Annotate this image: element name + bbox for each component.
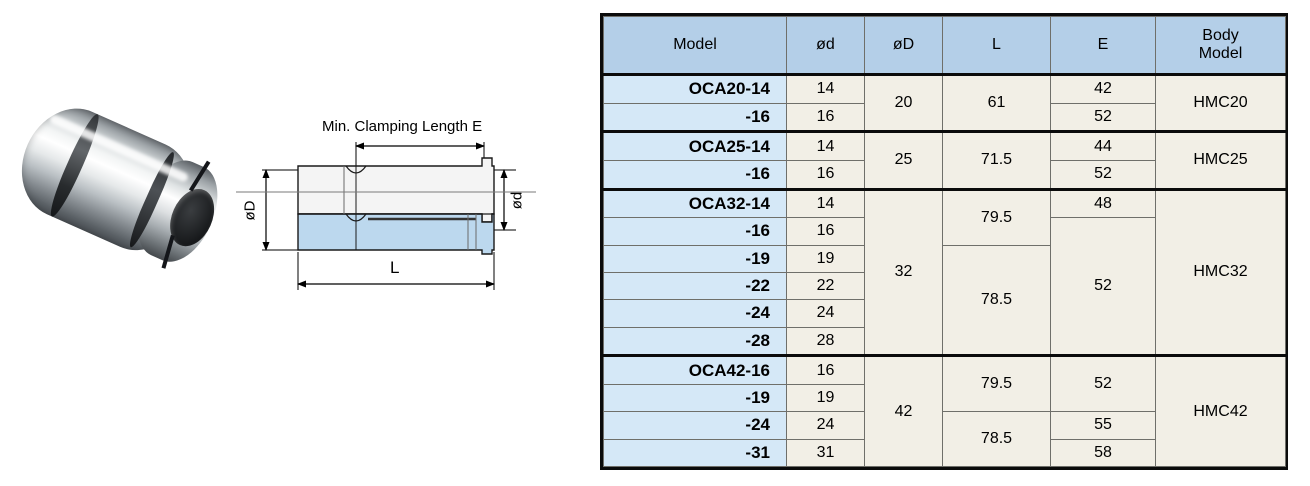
cell-model: -16 <box>603 102 787 133</box>
cell-clamping-length: 52 <box>1050 217 1156 357</box>
cell-model: -16 <box>603 159 787 190</box>
cell-outer-diameter: 25 <box>864 130 943 190</box>
header-row: Model ød øD L E Body Model <box>603 16 1286 76</box>
cell-bore-diameter: 24 <box>786 299 865 328</box>
cell-model: -19 <box>603 244 787 273</box>
cell-bore-diameter: 19 <box>786 383 865 413</box>
cell-clamping-length: 52 <box>1050 102 1156 133</box>
dimension-lines-svg <box>236 142 536 290</box>
cell-clamping-length: 52 <box>1050 159 1156 190</box>
technical-drawing: Min. Clamping Length E <box>236 118 536 298</box>
product-photo <box>0 93 235 300</box>
cell-bore-diameter: 16 <box>786 159 865 190</box>
cell-model: OCA25-14 <box>603 130 787 161</box>
cell-bore-diameter: 22 <box>786 271 865 301</box>
cell-clamping-length: 44 <box>1050 130 1156 161</box>
cell-bore-diameter: 31 <box>786 438 865 468</box>
cell-clamping-length: 48 <box>1050 187 1156 219</box>
col-header-bore-diameter: ød <box>786 16 865 76</box>
collet-sleeve-illustration <box>2 93 232 281</box>
cell-clamping-length: 55 <box>1050 411 1156 440</box>
cell-bore-diameter: 14 <box>786 130 865 161</box>
outer-diameter-label: øD <box>241 200 259 221</box>
cell-model: OCA32-14 <box>603 187 787 219</box>
cell-model: OCA42-16 <box>603 354 787 385</box>
cell-length: 79.5 <box>942 354 1051 413</box>
cell-model: -16 <box>603 217 787 246</box>
cell-length: 78.5 <box>942 411 1051 467</box>
cell-bore-diameter: 14 <box>786 187 865 219</box>
body-model-line2: Model <box>1198 45 1243 62</box>
clamping-length-label: Min. Clamping Length E <box>322 118 483 135</box>
cell-bore-diameter: 19 <box>786 244 865 273</box>
cell-model: -19 <box>603 383 787 413</box>
cell-body-model: HMC25 <box>1155 130 1286 190</box>
cell-body-model: HMC20 <box>1155 72 1286 133</box>
cell-clamping-length: 52 <box>1050 354 1156 413</box>
col-header-body-model: Body Model <box>1155 16 1286 76</box>
cell-body-model: HMC42 <box>1155 354 1286 467</box>
length-label: L <box>390 258 400 277</box>
cell-outer-diameter: 42 <box>864 354 943 467</box>
col-header-model: Model <box>603 16 787 76</box>
cell-body-model: HMC32 <box>1155 187 1286 357</box>
cell-clamping-length: 58 <box>1050 438 1156 468</box>
cell-outer-diameter: 20 <box>864 72 943 133</box>
cell-length: 71.5 <box>942 130 1051 190</box>
cell-length: 78.5 <box>942 244 1051 357</box>
cell-bore-diameter: 14 <box>786 73 865 104</box>
col-header-outer-diameter: øD <box>864 16 943 76</box>
cell-bore-diameter: 16 <box>786 354 865 385</box>
cell-bore-diameter: 24 <box>786 411 865 440</box>
cell-bore-diameter: 16 <box>786 217 865 246</box>
cell-model: -24 <box>603 299 787 328</box>
cell-model: -22 <box>603 271 787 301</box>
table-header: Model ød øD L E Body Model <box>603 16 1286 76</box>
cell-model: -24 <box>603 411 787 440</box>
cell-outer-diameter: 32 <box>864 187 943 357</box>
cell-model: OCA20-14 <box>603 73 787 104</box>
col-header-length: L <box>942 16 1051 76</box>
cell-length: 79.5 <box>942 187 1051 246</box>
cell-bore-diameter: 28 <box>786 326 865 357</box>
col-header-clamping-length: E <box>1050 16 1156 76</box>
cell-bore-diameter: 16 <box>786 102 865 133</box>
cell-model: -31 <box>603 438 787 468</box>
body-model-line1: Body <box>1202 26 1239 44</box>
cell-clamping-length: 42 <box>1050 73 1156 104</box>
inner-diameter-label: ød <box>508 191 526 210</box>
cell-model: -28 <box>603 326 787 357</box>
cell-length: 61 <box>942 72 1051 133</box>
